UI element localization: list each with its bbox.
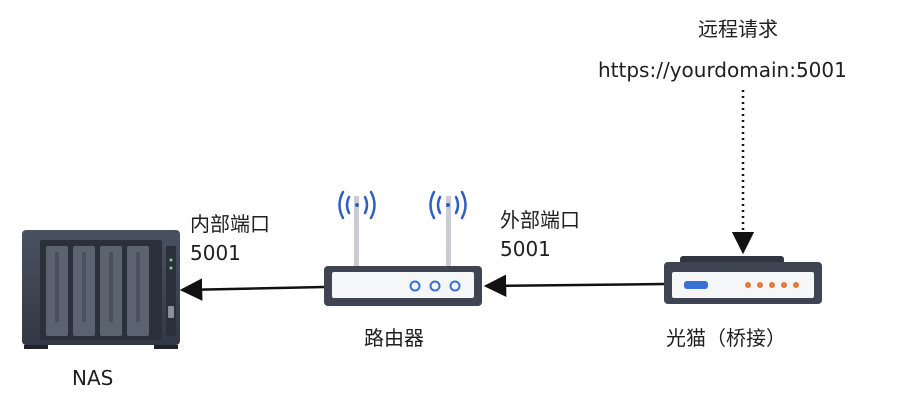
nas-label: NAS — [72, 366, 114, 390]
router-to-nas-arrow — [179, 278, 325, 301]
router-label: 路由器 — [364, 326, 424, 350]
modem-icon — [664, 256, 822, 304]
nas-drive-bays — [46, 246, 149, 336]
remote-request-url: https://yourdomain:5001 — [598, 58, 847, 82]
internal-port-label: 内部端口 — [190, 212, 270, 236]
external-port-label: 外部端口 — [500, 208, 580, 232]
router-icon — [324, 190, 482, 306]
external-port-number: 5001 — [500, 237, 551, 261]
nas-device-icon — [22, 230, 180, 349]
wifi-signal-right-icon — [429, 190, 467, 220]
wifi-signal-left-icon — [338, 190, 376, 220]
modem-to-router-arrow — [483, 274, 665, 298]
internal-port-number: 5001 — [190, 241, 241, 265]
remote-request-title: 远程请求 — [698, 17, 778, 41]
modem-label: 光猫（桥接） — [666, 326, 786, 350]
